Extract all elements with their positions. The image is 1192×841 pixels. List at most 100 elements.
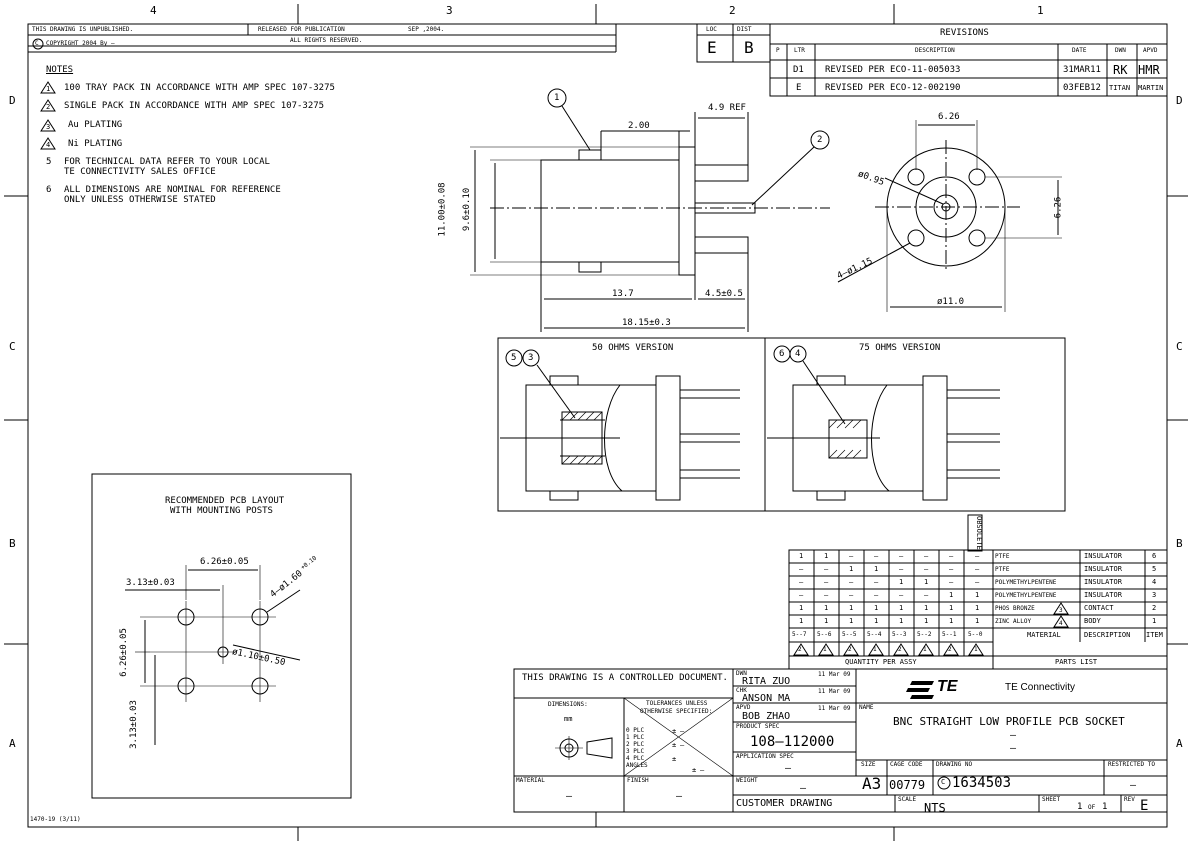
note-text: FOR TECHNICAL DATA REFER TO YOUR LOCAL: [64, 157, 270, 167]
qty-cell: 1: [924, 578, 929, 586]
rev-row-date: 31MAR11: [1063, 65, 1101, 75]
part-material: POLYMETHYLPENTENE: [995, 579, 1057, 586]
variant-column-header: 5--5: [842, 631, 857, 638]
te-logo-icon: [906, 681, 934, 699]
variant-column-header: 5--0: [968, 631, 983, 638]
release-date: SEP ,2004.: [408, 26, 445, 33]
sheet-of: OF: [1088, 804, 1096, 811]
material-label: MATERIAL: [516, 777, 545, 784]
zone-label-c-right: C: [1176, 340, 1183, 353]
dim-4-5: 4.5±0.5: [705, 289, 743, 299]
zone-label-a-right: A: [1176, 737, 1183, 750]
variant-column-header: 5--3: [892, 631, 907, 638]
size-label: SIZE: [861, 761, 876, 768]
part-material: ZINC ALLOY: [995, 618, 1032, 625]
cage-label: CAGE CODE: [890, 761, 923, 768]
obsolete-label: OBSOLETE: [975, 516, 983, 550]
connector-75-ohm: [767, 375, 1000, 501]
note-text: Ni PLATING: [68, 139, 123, 149]
qty-cell: –: [849, 591, 854, 599]
qty-cell: 1: [899, 617, 904, 625]
apvd-date: 11 Mar 09: [818, 705, 851, 712]
customer-drawing-label: CUSTOMER DRAWING: [736, 798, 833, 809]
qty-cell: 1: [849, 617, 854, 625]
tolerance-row: 0 PLC: [626, 727, 645, 734]
qty-cell: –: [975, 565, 980, 573]
pcb-title: RECOMMENDED PCB LAYOUT: [165, 496, 285, 506]
qty-cell: –: [949, 552, 954, 560]
pcb-dim-3-13: 3.13±0.03: [126, 578, 175, 588]
sheet-number: 1: [1077, 802, 1083, 812]
dwn-date: 11 Mar 09: [818, 671, 851, 678]
balloon-1: 1: [554, 93, 560, 103]
rev-row-desc: REVISED PER ECO-12-002190: [825, 83, 961, 93]
zone-label-1: 1: [1037, 4, 1044, 17]
rev-row-dwn: RK: [1113, 63, 1128, 77]
tolerance-row: 4 PLC: [626, 755, 645, 762]
qty-cell: 1: [899, 604, 904, 612]
note-text-continued: ONLY UNLESS OTHERWISE STATED: [64, 195, 216, 205]
chk-name: ANSON MA: [742, 693, 791, 704]
part-item-number: 4: [1152, 578, 1157, 586]
zone-label-d: D: [9, 94, 16, 107]
zone-label-2: 2: [729, 4, 736, 17]
note-text: SINGLE PACK IN ACCORDANCE WITH AMP SPEC …: [64, 101, 325, 111]
variant-note-triangle-number: 2: [798, 646, 802, 653]
drawing-no-prefix: C: [941, 778, 946, 786]
qty-cell: –: [799, 591, 804, 599]
note-number: 5: [46, 157, 52, 167]
restricted-label: RESTRICTED TO: [1108, 761, 1155, 768]
material-value: –: [566, 791, 573, 802]
rev-value: E: [1140, 798, 1149, 814]
drawing-no-label: DRAWING NO: [936, 761, 973, 768]
note-triangle-number: 2: [46, 103, 51, 111]
copyright-symbol: C: [35, 40, 39, 47]
weight-label: WEIGHT: [736, 777, 758, 784]
tolerance-row: 1 PLC: [626, 734, 645, 741]
rev-row-ltr: D1: [793, 65, 804, 75]
note-triangle-number: 4: [46, 141, 51, 149]
qty-cell: 1: [799, 552, 804, 560]
rev-label: REV: [1124, 796, 1135, 803]
tolerance-pm: ±: [692, 766, 697, 774]
variant-note-triangle-number: 2: [948, 646, 952, 653]
part-note-triangle-number: 3: [1059, 607, 1063, 614]
description-header: DESCRIPTION: [1084, 631, 1131, 639]
variant-note-triangle-number: 2: [848, 646, 852, 653]
dimensions-label: DIMENSIONS:: [548, 701, 588, 708]
rev-row-apvd: MARTIN: [1138, 84, 1164, 92]
tolerance-pm: ±: [672, 727, 677, 735]
dim-9-6: 9.6±0.10: [462, 187, 473, 232]
rev-row-desc: REVISED PER ECO-11-005033: [825, 65, 961, 75]
rev-col-apvd: APVD: [1143, 47, 1158, 54]
chk-label: CHK: [736, 687, 747, 694]
note-triangle-number: 3: [46, 123, 51, 131]
pcb-dim-6-26: 6.26±0.05: [200, 557, 249, 567]
tolerance-dash: –: [700, 766, 705, 774]
qty-cell: –: [949, 565, 954, 573]
qty-cell: 1: [949, 591, 954, 599]
dim-18-15: 18.15±0.3: [622, 318, 671, 328]
part-item-number: 2: [1152, 604, 1157, 612]
qty-cell: 1: [975, 591, 980, 599]
variant-column-header: 5--7: [792, 631, 807, 638]
note-text: ALL DIMENSIONS ARE NOMINAL FOR REFERENCE: [64, 185, 281, 195]
name-dash-1: –: [1010, 730, 1017, 741]
notes-title: NOTES: [46, 65, 74, 75]
pcb-dim-3-13-v: 3.13±0.03: [128, 700, 139, 749]
qty-cell: –: [874, 578, 879, 586]
name-label: NAME: [859, 704, 874, 711]
variant-column-header: 5--2: [917, 631, 932, 638]
pcb-dim-6-26-v: 6.26±0.05: [118, 628, 129, 677]
qty-cell: 1: [799, 617, 804, 625]
note-text-continued: TE CONNECTIVITY SALES OFFICE: [64, 167, 216, 177]
rev-col-ltr: LTR: [794, 47, 805, 54]
zone-label-c: C: [9, 340, 16, 353]
rev-row-dwn: TITAN: [1109, 84, 1131, 92]
material-header: MATERIAL: [1027, 631, 1061, 639]
part-item-number: 1: [1152, 617, 1157, 625]
product-spec-label: PRODUCT SPEC: [736, 723, 780, 730]
qty-cell: –: [975, 552, 980, 560]
variant-note-triangle-number: 1: [823, 646, 827, 653]
